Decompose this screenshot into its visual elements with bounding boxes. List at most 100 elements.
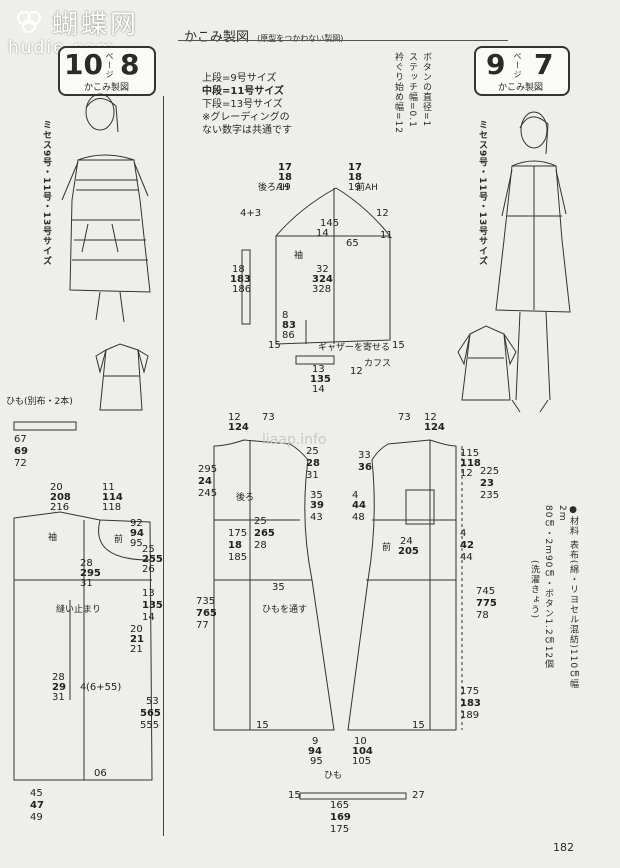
svg-text:24: 24	[198, 476, 212, 487]
svg-text:47: 47	[30, 800, 44, 811]
tie-through-label-back: ひもを通す	[262, 604, 307, 615]
svg-text:175: 175	[330, 824, 349, 835]
right-item-number: 7	[534, 48, 554, 81]
svg-text:775: 775	[476, 598, 497, 609]
svg-text:205: 205	[398, 546, 419, 557]
svg-text:94: 94	[130, 528, 144, 539]
cuff-piece	[295, 355, 335, 365]
svg-text:28: 28	[52, 672, 65, 683]
left-badge-label: かこみ製図	[84, 83, 130, 93]
svg-text:21: 21	[130, 644, 143, 655]
svg-text:44: 44	[460, 552, 473, 563]
right-page-suffix: ページ	[513, 52, 522, 79]
svg-text:25: 25	[306, 446, 319, 457]
left-tie-label: ひも(別布・2本)	[6, 395, 73, 407]
front-bodice-piece	[347, 439, 463, 731]
svg-text:104: 104	[352, 746, 373, 757]
svg-text:15: 15	[268, 340, 281, 351]
svg-text:17: 17	[348, 162, 362, 173]
tab-piece	[241, 249, 251, 325]
left-model-caption: ミセス9号・11号・13号サイズ	[41, 120, 51, 267]
svg-text:265: 265	[254, 528, 275, 539]
header-rule	[178, 40, 508, 41]
svg-text:44: 44	[352, 500, 366, 511]
left-item-number: 8	[120, 48, 140, 81]
svg-text:295: 295	[198, 464, 217, 475]
svg-text:95: 95	[130, 538, 143, 549]
svg-text:255: 255	[142, 554, 163, 565]
svg-text:4: 4	[352, 490, 358, 501]
watermark-site-name: 蝴蝶网	[52, 10, 140, 40]
left-front-label: 前	[114, 533, 123, 545]
svg-text:45: 45	[30, 788, 43, 799]
butterfly-logo-icon	[17, 11, 41, 33]
materials-col-3: (洗濯きょう)	[529, 560, 539, 620]
svg-text:43: 43	[310, 512, 323, 523]
svg-text:77: 77	[196, 620, 209, 631]
legend-line-1: 上段=9号サイズ	[202, 73, 277, 84]
sleeve-label: 袖	[294, 249, 303, 261]
right-flat-sketch	[457, 325, 517, 401]
svg-text:11: 11	[380, 230, 393, 241]
svg-text:765: 765	[196, 608, 217, 619]
svg-text:48: 48	[352, 512, 365, 523]
svg-text:4: 4	[80, 682, 86, 693]
svg-text:745: 745	[476, 586, 495, 597]
svg-text:20: 20	[50, 482, 63, 493]
svg-text:114: 114	[102, 492, 123, 503]
svg-text:735: 735	[196, 596, 215, 607]
svg-text:235: 235	[480, 490, 499, 501]
svg-text:73: 73	[262, 412, 275, 423]
svg-text:175: 175	[228, 528, 247, 539]
overlay-watermark: liaap.info	[262, 432, 327, 448]
svg-text:4+3: 4+3	[240, 208, 261, 219]
svg-text:25: 25	[142, 544, 155, 555]
right-model-illustration	[495, 111, 571, 413]
svg-text:15: 15	[392, 340, 405, 351]
svg-text:53: 53	[146, 696, 159, 707]
svg-text:175: 175	[460, 686, 479, 697]
svg-text:115: 115	[460, 448, 479, 459]
materials-col-1: ●材料 表布(綿・リヨセル混紡)110㎝幅2m	[557, 505, 578, 690]
left-tie-strip	[13, 421, 77, 431]
svg-text:94: 94	[308, 746, 322, 757]
svg-text:35: 35	[272, 582, 285, 593]
svg-text:28: 28	[254, 540, 267, 551]
button-note-2: ステッチ幅=0.1	[407, 52, 417, 128]
right-model-caption: ミセス9号・11号・13号サイズ	[477, 120, 487, 267]
front-label: 前	[382, 541, 391, 553]
svg-text:10: 10	[354, 736, 367, 747]
svg-text:565: 565	[140, 708, 161, 719]
svg-text:124: 124	[424, 422, 445, 433]
svg-text:83: 83	[282, 320, 296, 331]
svg-text:19: 19	[278, 182, 291, 193]
svg-text:124: 124	[228, 422, 249, 433]
svg-text:4: 4	[460, 528, 466, 539]
svg-text:49: 49	[30, 812, 43, 823]
page-header: かこみ製図 (原型をつかわない製図)	[184, 26, 343, 45]
svg-text:23: 23	[480, 478, 494, 489]
svg-text:17: 17	[278, 162, 292, 173]
svg-text:28: 28	[80, 558, 93, 569]
tie-label: ひも	[324, 770, 342, 781]
svg-text:13: 13	[312, 364, 325, 375]
svg-text:225: 225	[480, 466, 499, 477]
svg-text:06: 06	[94, 768, 107, 779]
svg-text:183: 183	[460, 698, 481, 709]
svg-text:86: 86	[282, 330, 295, 341]
back-label: 後ろ	[236, 491, 254, 503]
svg-text:12: 12	[228, 412, 241, 423]
svg-text:324: 324	[312, 274, 333, 285]
left-page-suffix: ページ	[105, 52, 114, 79]
svg-text:31: 31	[306, 470, 319, 481]
svg-text:27: 27	[412, 790, 425, 801]
svg-text:32: 32	[316, 264, 329, 275]
svg-text:328: 328	[312, 284, 331, 295]
svg-text:18: 18	[278, 172, 292, 183]
svg-text:12: 12	[460, 468, 473, 479]
svg-text:67: 67	[14, 434, 27, 445]
svg-text:14: 14	[142, 612, 155, 623]
svg-text:15: 15	[412, 720, 425, 731]
svg-text:186: 186	[232, 284, 251, 295]
